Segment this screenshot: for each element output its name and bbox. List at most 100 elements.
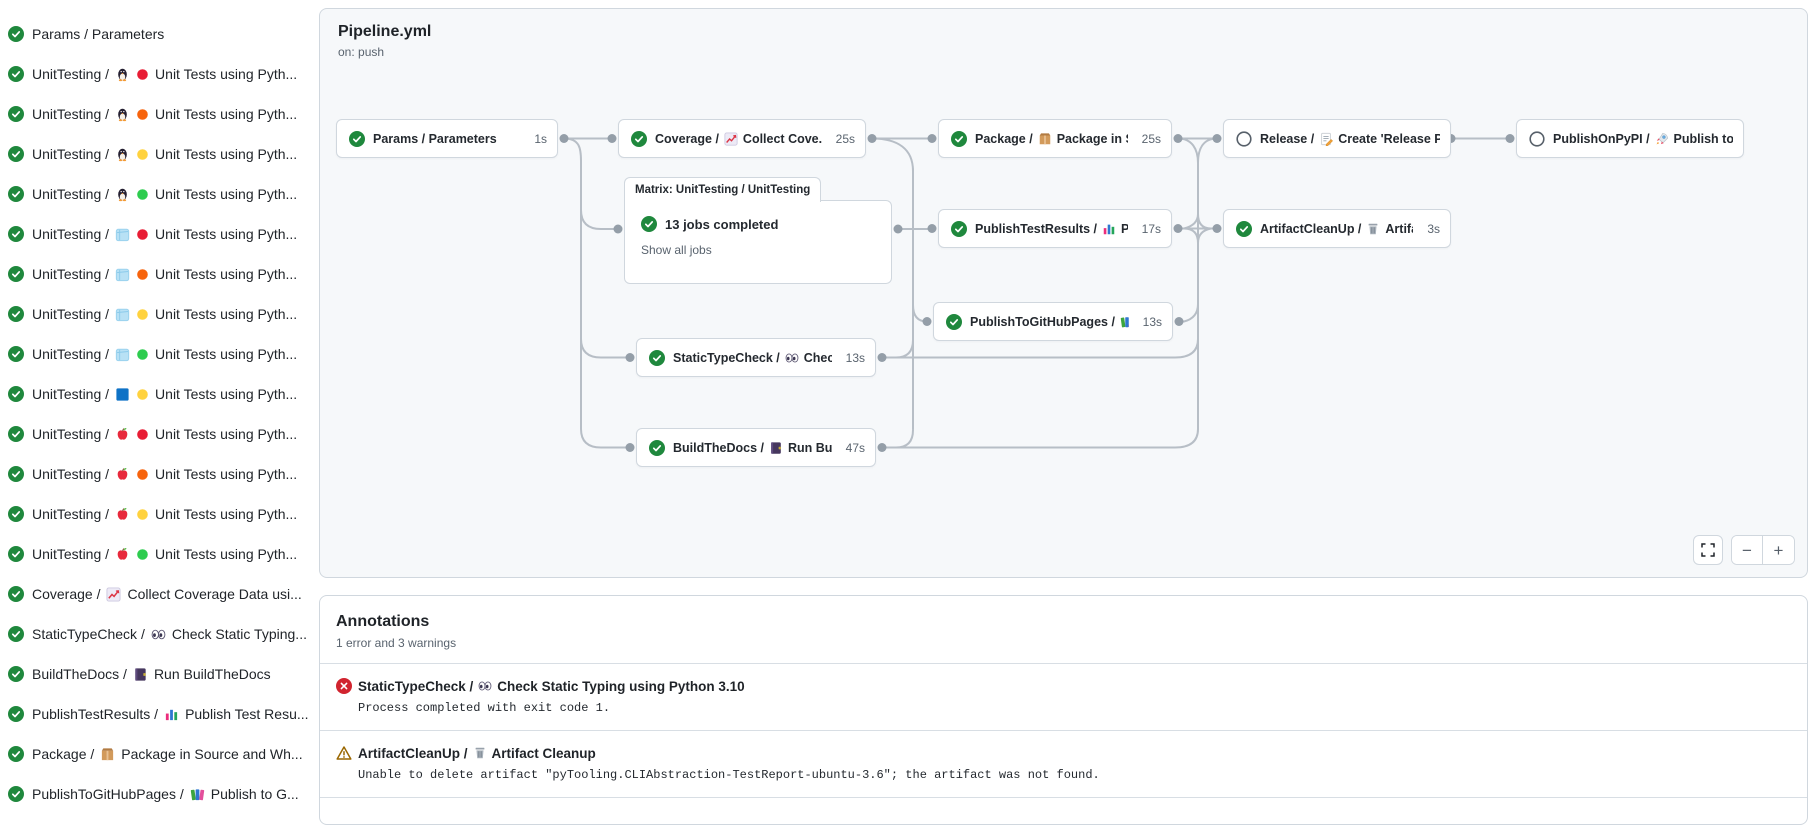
sidebar-job-label: UnitTesting /Unit Tests using Pyth... (32, 426, 297, 442)
sidebar-job-item[interactable]: UnitTesting /Unit Tests using Pyth... (0, 374, 314, 414)
node-label: ArtifactCleanUp /Artifac... (1260, 222, 1413, 236)
sidebar-job-item[interactable]: Params / Parameters (0, 14, 314, 54)
dot-red-icon (136, 228, 149, 241)
show-all-jobs-link[interactable]: Show all jobs (641, 243, 875, 257)
node-duration: 47s (840, 441, 865, 455)
apple-icon (115, 547, 130, 562)
dot-green-icon (136, 348, 149, 361)
dot-green-icon (136, 188, 149, 201)
check-circle-icon (8, 26, 24, 42)
annotations-header: Annotations 1 error and 3 warnings (320, 596, 1807, 664)
sidebar-job-label: UnitTesting /Unit Tests using Pyth... (32, 146, 297, 162)
check-circle-icon (1236, 221, 1252, 237)
sidebar-job-item[interactable]: UnitTesting /Unit Tests using Pyth... (0, 134, 314, 174)
workflow-node-params[interactable]: Params / Parameters 1s (336, 119, 558, 158)
sidebar-job-item[interactable]: UnitTesting /Unit Tests using Pyth... (0, 494, 314, 534)
ice-cube-icon (115, 267, 130, 282)
sidebar-job-label: UnitTesting /Unit Tests using Pyth... (32, 386, 297, 402)
check-circle-icon (631, 131, 647, 147)
sidebar-job-item[interactable]: UnitTesting /Unit Tests using Pyth... (0, 534, 314, 574)
dot-red-icon (136, 68, 149, 81)
node-label: Coverage /Collect Cove... (655, 132, 822, 146)
check-circle-icon (8, 266, 24, 282)
fullscreen-icon (1700, 542, 1716, 558)
workflow-node-publish-to-github-pages[interactable]: PublishToGitHubPages /...13s (933, 302, 1173, 341)
dot-orange-icon (136, 268, 149, 281)
annotations-card: Annotations 1 error and 3 warnings Stati… (319, 595, 1808, 825)
workflow-node-package[interactable]: Package /Package in So...25s (938, 119, 1172, 158)
check-circle-icon (8, 706, 24, 722)
check-circle-icon (8, 546, 24, 562)
sidebar-job-label: UnitTesting /Unit Tests using Pyth... (32, 266, 297, 282)
chart-increasing-icon (724, 132, 738, 146)
workflow-node-publish-test-results[interactable]: PublishTestResults /Pu...17s (938, 209, 1172, 248)
annotations-title: Annotations (336, 613, 1791, 631)
sidebar-job-item[interactable]: StaticTypeCheck /Check Static Typing... (0, 614, 314, 654)
sidebar-job-item[interactable]: UnitTesting /Unit Tests using Pyth... (0, 454, 314, 494)
node-duration: 1s (528, 132, 547, 146)
sidebar-job-item[interactable]: UnitTesting /Unit Tests using Pyth... (0, 174, 314, 214)
sidebar-job-label: UnitTesting /Unit Tests using Pyth... (32, 66, 297, 82)
node-label: PublishToGitHubPages /... (970, 315, 1129, 329)
sidebar-job-item[interactable]: UnitTesting /Unit Tests using Pyth... (0, 94, 314, 134)
dot-red-icon (136, 428, 149, 441)
sidebar-job-label: UnitTesting /Unit Tests using Pyth... (32, 186, 297, 202)
apple-icon (115, 427, 130, 442)
check-circle-icon (8, 786, 24, 802)
package-icon (1038, 132, 1052, 146)
sidebar-job-item[interactable]: UnitTesting /Unit Tests using Pyth... (0, 214, 314, 254)
workflow-node-artifact-cleanup[interactable]: ArtifactCleanUp /Artifac...3s (1223, 209, 1451, 248)
notebook-icon (133, 667, 148, 682)
node-duration: 13s (840, 351, 865, 365)
sidebar-job-label: PublishToGitHubPages /Publish to G... (32, 786, 299, 802)
zoom-in-button[interactable]: + (1763, 536, 1794, 564)
package-icon (100, 747, 115, 762)
sidebar-job-item[interactable]: UnitTesting /Unit Tests using Pyth... (0, 54, 314, 94)
sidebar-job-item[interactable]: Coverage /Collect Coverage Data usi... (0, 574, 314, 614)
sidebar-job-item[interactable]: UnitTesting /Unit Tests using Pyth... (0, 294, 314, 334)
annotation-title-link[interactable]: ArtifactCleanUp /Artifact Cleanup (336, 745, 1791, 761)
sidebar-job-item[interactable]: BuildTheDocs /Run BuildTheDocs (0, 654, 314, 694)
sidebar-job-label: UnitTesting /Unit Tests using Pyth... (32, 226, 297, 242)
sidebar-job-label: UnitTesting /Unit Tests using Pyth... (32, 466, 297, 482)
dot-orange-icon (136, 468, 149, 481)
zoom-out-button[interactable]: − (1732, 536, 1763, 564)
workflow-node-build-the-docs[interactable]: BuildTheDocs /Run Buil...47s (636, 428, 876, 467)
check-circle-icon (8, 106, 24, 122)
linux-icon (115, 107, 130, 122)
sidebar-job-item[interactable]: UnitTesting /Unit Tests using Pyth... (0, 334, 314, 374)
check-circle-icon (8, 466, 24, 482)
annotation-title: ArtifactCleanUp /Artifact Cleanup (358, 746, 596, 761)
fullscreen-button[interactable] (1693, 535, 1723, 565)
check-circle-icon (8, 146, 24, 162)
linux-icon (115, 187, 130, 202)
check-circle-icon (8, 506, 24, 522)
annotation-title-link[interactable]: StaticTypeCheck /Check Static Typing usi… (336, 678, 1791, 694)
sidebar-job-label: Coverage /Collect Coverage Data usi... (32, 586, 302, 602)
graph-controls: − + (1693, 535, 1795, 565)
node-label: Params / Parameters (373, 132, 497, 146)
matrix-tab-label: Matrix: UnitTesting / UnitTesting (624, 177, 821, 202)
sidebar-job-item[interactable]: PublishToGitHubPages /Publish to G... (0, 774, 314, 814)
bar-chart-icon (1102, 222, 1116, 236)
node-label: Release /Create 'Release P... (1260, 132, 1440, 146)
matrix-node[interactable]: 13 jobs completed Show all jobs (624, 200, 892, 284)
sidebar-job-label: BuildTheDocs /Run BuildTheDocs (32, 666, 271, 682)
dot-yellow-icon (136, 508, 149, 521)
sidebar-job-item[interactable]: UnitTesting /Unit Tests using Pyth... (0, 254, 314, 294)
sidebar-job-label: UnitTesting /Unit Tests using Pyth... (32, 546, 297, 562)
workflow-node-coverage[interactable]: Coverage /Collect Cove...25s (618, 119, 866, 158)
apple-icon (115, 467, 130, 482)
sidebar-job-label: UnitTesting /Unit Tests using Pyth... (32, 106, 297, 122)
workflow-node-publish-on-pypi[interactable]: PublishOnPyPI /Publish to ... (1516, 119, 1744, 158)
sidebar-job-item[interactable]: UnitTesting /Unit Tests using Pyth... (0, 414, 314, 454)
check-circle-icon (951, 221, 967, 237)
sidebar-job-item[interactable]: Package /Package in Source and Wh... (0, 734, 314, 774)
check-circle-icon (8, 306, 24, 322)
eyes-icon (785, 351, 799, 365)
workflow-node-release[interactable]: Release /Create 'Release P... (1223, 119, 1451, 158)
node-label: PublishTestResults /Pu... (975, 222, 1128, 236)
workflow-node-static-type-check[interactable]: StaticTypeCheck /Chec...13s (636, 338, 876, 377)
sidebar-job-item[interactable]: PublishTestResults /Publish Test Resu... (0, 694, 314, 734)
